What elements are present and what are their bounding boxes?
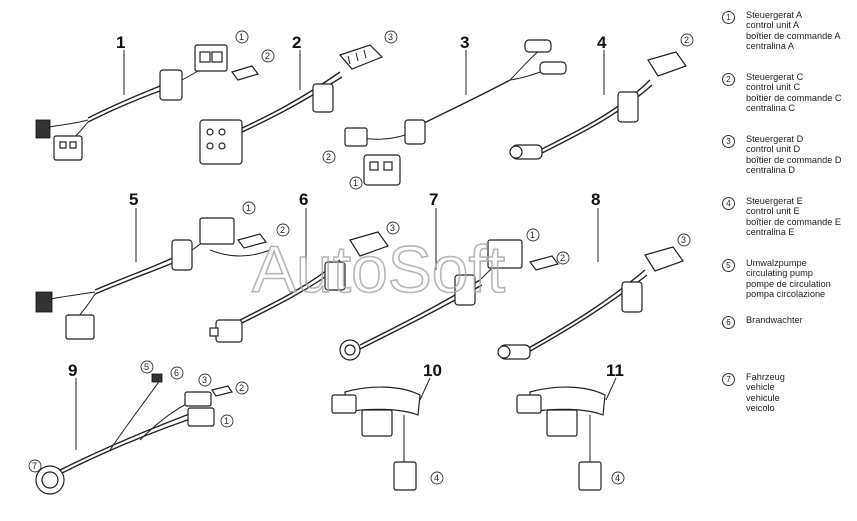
callout-marker: 2 [680, 33, 694, 47]
watermark: AutoSoft [252, 232, 505, 306]
legend-marker: 7 [722, 373, 735, 386]
callout-marker: 7 [28, 459, 42, 473]
harness-label-4: 4 [597, 33, 607, 52]
svg-text:1: 1 [246, 203, 251, 213]
harness-5 [35, 208, 271, 340]
svg-text:1: 1 [239, 32, 244, 42]
harness-1 [35, 44, 259, 161]
svg-text:7: 7 [32, 461, 37, 471]
harness-label-8: 8 [591, 190, 600, 209]
harness-label-3: 3 [460, 33, 469, 52]
callout-marker: 1 [526, 228, 540, 242]
legend-marker: 3 [722, 135, 735, 148]
callout-marker: 3 [198, 373, 212, 387]
svg-text:3: 3 [390, 223, 395, 233]
harness-2 [199, 44, 384, 165]
svg-text:2: 2 [560, 253, 565, 263]
callout-marker: 2 [235, 381, 249, 395]
legend-marker: 4 [722, 197, 735, 210]
harness-label-11: 11 [606, 361, 624, 380]
harness-label-6: 6 [299, 190, 308, 209]
harness-label-9: 9 [68, 361, 77, 380]
callout-marker: 6 [170, 366, 184, 380]
callout-marker: 4 [430, 471, 444, 485]
legend-marker: 6 [722, 316, 735, 329]
callout-marker: 2 [322, 150, 336, 164]
callout-marker: 3 [384, 30, 398, 44]
svg-text:2: 2 [239, 383, 244, 393]
callout-marker: 5 [140, 360, 154, 374]
svg-text:4: 4 [434, 473, 439, 483]
svg-text:1: 1 [353, 178, 358, 188]
callout-marker: 1 [235, 30, 249, 44]
harness-label-5: 5 [129, 190, 138, 209]
legend-text: Brandwachter [746, 315, 803, 325]
callout-marker: 1 [220, 414, 234, 428]
svg-text:3: 3 [202, 375, 207, 385]
callout-marker: 3 [677, 233, 691, 247]
svg-text:2: 2 [280, 225, 285, 235]
harness-11 [516, 377, 617, 491]
svg-text:2: 2 [684, 35, 689, 45]
harness-6 [209, 208, 389, 343]
harness-8 [497, 208, 684, 360]
harness-3 [344, 39, 567, 186]
callout-marker: 4 [611, 471, 625, 485]
callout-marker: 1 [349, 176, 363, 190]
harness-label-7: 7 [429, 190, 438, 209]
legend-marker: 5 [722, 259, 735, 272]
svg-text:1: 1 [224, 416, 229, 426]
svg-text:4: 4 [615, 473, 620, 483]
callout-marker: 2 [556, 251, 570, 265]
svg-text:3: 3 [388, 32, 393, 42]
callout-markers: 1 2 3 2 2 1 1 2 3 1 2 3 5 6 3 2 1 7 4 4 [28, 30, 694, 485]
harness-label-2: 2 [292, 33, 301, 52]
harness-4 [509, 50, 687, 160]
svg-text:6: 6 [174, 368, 179, 378]
callout-marker: 2 [276, 223, 290, 237]
svg-text:2: 2 [326, 152, 331, 162]
harness-label-10: 10 [423, 361, 442, 380]
harness-9 [35, 373, 233, 495]
svg-text:2: 2 [265, 51, 270, 61]
legend-marker: 1 [722, 11, 735, 24]
svg-text:3: 3 [681, 235, 686, 245]
legend-marker: 2 [722, 73, 735, 86]
svg-text:1: 1 [530, 230, 535, 240]
harness-10 [331, 377, 431, 491]
svg-text:5: 5 [144, 362, 149, 372]
callout-marker: 3 [386, 221, 400, 235]
harness-label-1: 1 [116, 33, 125, 52]
harness-7 [339, 208, 560, 361]
callout-marker: 1 [242, 201, 256, 215]
callout-marker: 2 [261, 49, 275, 63]
